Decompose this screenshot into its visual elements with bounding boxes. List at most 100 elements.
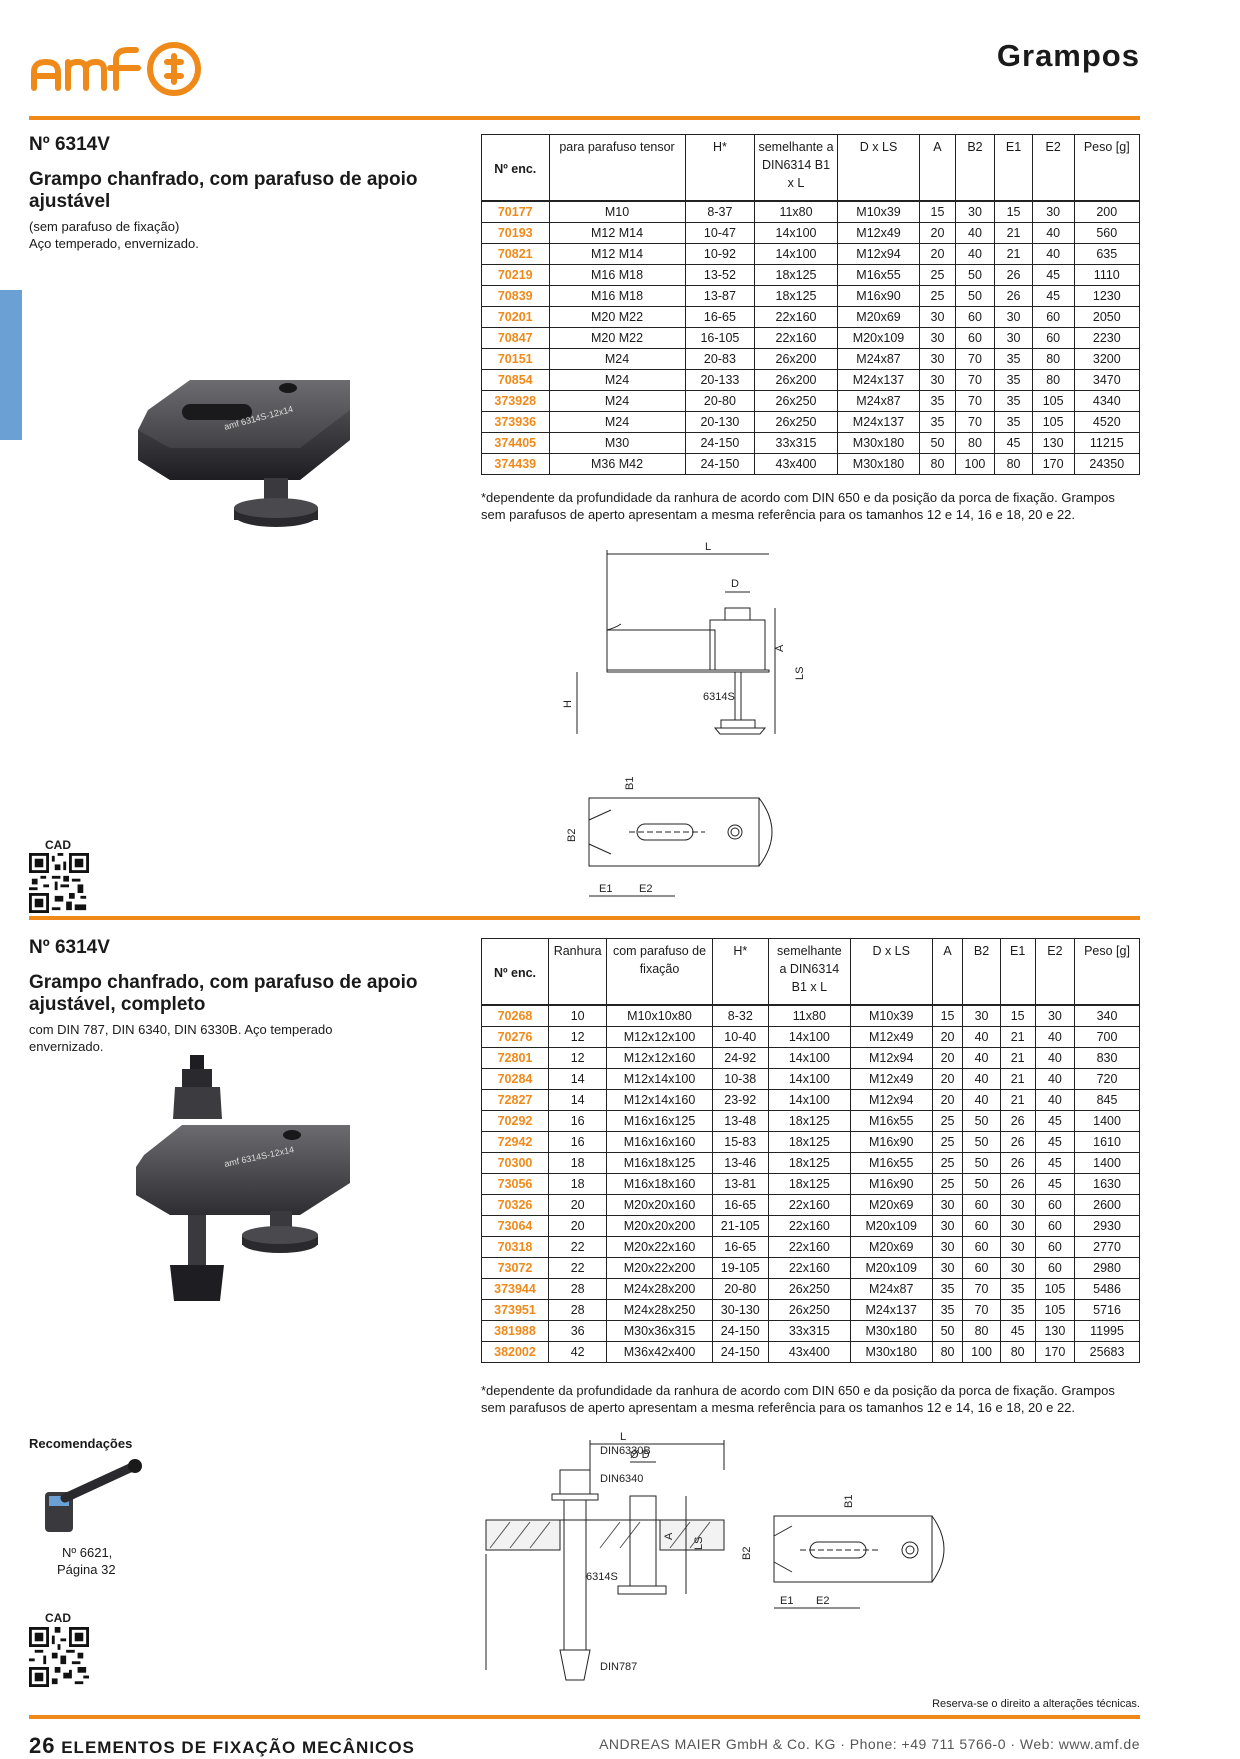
table-cell: M20x69 xyxy=(849,1193,933,1216)
table-cell: M16x18x160 xyxy=(606,1172,713,1195)
table-footnote: *dependente da profundidade da ranhura d… xyxy=(481,1383,1115,1415)
order-code-link[interactable]: 70847 xyxy=(481,326,550,349)
recommend-page[interactable]: Página 32 xyxy=(57,1562,116,1577)
table-cell: 20-133 xyxy=(684,368,756,391)
order-code-link[interactable]: 72827 xyxy=(481,1088,549,1111)
table-cell: 5716 xyxy=(1074,1298,1140,1321)
order-code-link[interactable]: 73064 xyxy=(481,1214,549,1237)
table-cell: 18x125 xyxy=(767,1151,851,1174)
table-cell: 14 xyxy=(547,1088,608,1111)
order-code-link[interactable]: 70821 xyxy=(481,242,550,265)
table-cell: 80 xyxy=(931,1340,964,1363)
order-code-link[interactable]: 381988 xyxy=(481,1319,549,1342)
table-cell: 11215 xyxy=(1073,431,1141,454)
table-cell: 33x315 xyxy=(754,431,838,454)
order-code-link[interactable]: 373951 xyxy=(481,1298,549,1321)
order-code-link[interactable]: 70177 xyxy=(481,200,550,223)
table-cell: 15 xyxy=(919,200,956,223)
order-code-link[interactable]: 374405 xyxy=(481,431,550,454)
table-cell: M10x10x80 xyxy=(606,1004,713,1027)
table-cell: 105 xyxy=(1034,1277,1076,1300)
order-code-link[interactable]: 70268 xyxy=(481,1004,549,1027)
table-cell: 3200 xyxy=(1073,347,1141,370)
order-code-link[interactable]: 73072 xyxy=(481,1256,549,1279)
part-label: 6314S xyxy=(703,691,735,703)
table-cell: 20 xyxy=(931,1088,964,1111)
spec-table-2: Nº enc. Ranhura com parafuso de fixação … xyxy=(481,938,1140,1363)
table-cell: 25 xyxy=(931,1130,964,1153)
cad-qr-code[interactable] xyxy=(29,1627,89,1687)
order-code-link[interactable]: 72942 xyxy=(481,1130,549,1153)
table-cell: 1400 xyxy=(1074,1109,1140,1132)
order-code-link[interactable]: 382002 xyxy=(481,1340,549,1363)
col-header: A xyxy=(919,134,956,202)
table-cell: M12x12x100 xyxy=(606,1025,713,1048)
dim-B1: B1 xyxy=(624,777,636,790)
table-cell: 20-83 xyxy=(684,347,756,370)
table-cell: 21 xyxy=(994,242,1033,265)
table-cell: M12x14x100 xyxy=(606,1067,713,1090)
table-cell: 130 xyxy=(1034,1319,1076,1342)
table-cell: M12x49 xyxy=(849,1025,933,1048)
table-cell: 50 xyxy=(919,431,956,454)
table-cell: 21 xyxy=(999,1067,1036,1090)
table-cell: 40 xyxy=(1031,221,1075,244)
order-code-link[interactable]: 70193 xyxy=(481,221,550,244)
table-cell: 40 xyxy=(962,1088,1001,1111)
recommend-item[interactable]: Nº 6621, xyxy=(62,1545,113,1560)
col-header: A xyxy=(931,938,964,1006)
table-cell: 20 xyxy=(919,221,956,244)
table-cell: 21 xyxy=(999,1046,1036,1069)
page-number: 26 xyxy=(29,1733,56,1758)
table-footnote: *dependente da profundidade da ranhura d… xyxy=(481,490,1115,522)
table-cell: 12 xyxy=(547,1025,608,1048)
table-cell: 70 xyxy=(962,1277,1001,1300)
table-cell: 36 xyxy=(547,1319,608,1342)
table-cell: M16 M18 xyxy=(548,284,686,307)
table-cell: M12x49 xyxy=(849,1067,933,1090)
dim-E2: E2 xyxy=(816,1595,829,1607)
table-cell: 43x400 xyxy=(754,452,838,475)
col-header: semelhante a DIN6314 B1 x L xyxy=(767,938,851,1006)
order-code-link[interactable]: 373944 xyxy=(481,1277,549,1300)
table-cell: M16x90 xyxy=(849,1172,933,1195)
table-cell: 30 xyxy=(1034,1004,1076,1027)
order-code-link[interactable]: 70219 xyxy=(481,263,550,286)
table-cell: M16x90 xyxy=(849,1130,933,1153)
order-code-link[interactable]: 73056 xyxy=(481,1172,549,1195)
order-code-link[interactable]: 373928 xyxy=(481,389,550,412)
order-code-link[interactable]: 373936 xyxy=(481,410,550,433)
table-cell: M16x55 xyxy=(849,1151,933,1174)
order-code-link[interactable]: 70151 xyxy=(481,347,550,370)
footer-section: 26 ELEMENTOS DE FIXAÇÃO MECÂNICOS xyxy=(29,1733,415,1759)
order-code-link[interactable]: 70292 xyxy=(481,1109,549,1132)
order-code-link[interactable]: 70318 xyxy=(481,1235,549,1258)
table-cell: 30 xyxy=(994,326,1033,349)
table-cell: 20 xyxy=(547,1193,608,1216)
table-cell: 18x125 xyxy=(767,1130,851,1153)
order-code-link[interactable]: 70284 xyxy=(481,1067,549,1090)
table-cell: 26x250 xyxy=(767,1277,851,1300)
table-cell: 26x250 xyxy=(767,1298,851,1321)
table-cell: 26 xyxy=(994,284,1033,307)
cad-qr-code[interactable] xyxy=(29,853,89,913)
order-code-link[interactable]: 374439 xyxy=(481,452,550,475)
order-code-link[interactable]: 70326 xyxy=(481,1193,549,1216)
table-cell: M20x20x160 xyxy=(606,1193,713,1216)
order-code-link[interactable]: 70839 xyxy=(481,284,550,307)
lever-photo[interactable] xyxy=(35,1458,155,1538)
order-code-link[interactable]: 70276 xyxy=(481,1025,549,1048)
order-code-link[interactable]: 70300 xyxy=(481,1151,549,1174)
order-code-link[interactable]: 70854 xyxy=(481,368,550,391)
order-code-link[interactable]: 72801 xyxy=(481,1046,549,1069)
order-code-link[interactable]: 70201 xyxy=(481,305,550,328)
table-cell: M16x16x160 xyxy=(606,1130,713,1153)
table-cell: 35 xyxy=(919,389,956,412)
